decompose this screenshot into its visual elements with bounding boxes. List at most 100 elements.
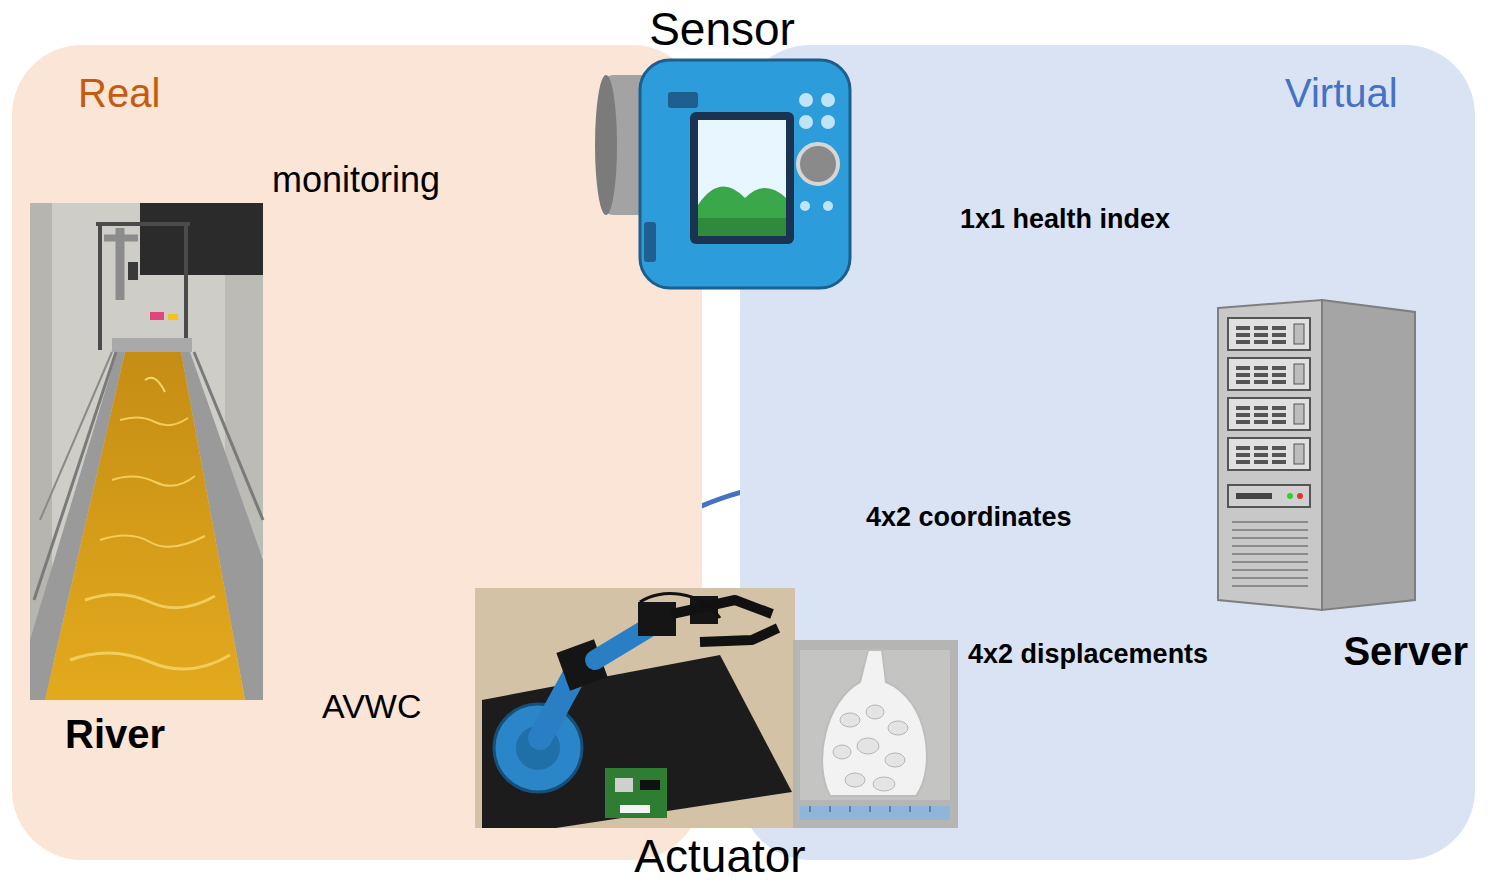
server-illustration-part bbox=[1228, 485, 1310, 507]
camera-illustration-part bbox=[595, 75, 617, 215]
robot-arm-photo-part bbox=[615, 778, 633, 792]
server-illustration-part bbox=[1236, 493, 1272, 499]
edge-label: 1x1 health index bbox=[960, 205, 1170, 235]
node-label: Real bbox=[78, 71, 160, 115]
node-label: Sensor bbox=[649, 4, 795, 55]
river-flume-photo-part bbox=[145, 378, 165, 392]
robot-arm-photo-part bbox=[640, 780, 660, 790]
server-illustration-part bbox=[1228, 438, 1310, 470]
camera-illustration-part bbox=[668, 92, 698, 108]
river-flume-photo-part bbox=[30, 203, 263, 700]
river-flume-photo-part bbox=[168, 314, 178, 320]
node-label: Server bbox=[1343, 629, 1468, 673]
server-illustration-part bbox=[1228, 358, 1310, 390]
node-label: Actuator bbox=[634, 831, 805, 882]
server-illustration-part bbox=[1228, 318, 1310, 350]
river-flume-photo-part bbox=[150, 312, 164, 320]
robot-arm-photo-part bbox=[800, 650, 950, 800]
river-node: River bbox=[28, 200, 266, 762]
robot-arm-photo-part-part bbox=[830, 806, 831, 812]
river-flume-photo-part bbox=[112, 476, 195, 486]
server-illustration-part-part bbox=[1232, 561, 1308, 563]
river-flume-photo-part bbox=[45, 352, 245, 700]
server-illustration-part bbox=[1322, 300, 1415, 610]
server-illustration-part bbox=[1228, 398, 1310, 430]
river-flume-photo-part bbox=[120, 417, 188, 425]
server-illustration bbox=[1180, 285, 1475, 685]
server-illustration-part-part bbox=[1232, 529, 1308, 531]
robot-arm-photo-part bbox=[793, 640, 958, 828]
camera-illustration-part bbox=[640, 60, 850, 288]
robot-arm-photo-part-part bbox=[857, 738, 879, 754]
robot-arm-photo-part-part bbox=[873, 777, 895, 791]
server-illustration-part-part bbox=[1232, 569, 1308, 571]
robot-arm-photo-part-part bbox=[866, 705, 884, 719]
node-label: River bbox=[65, 712, 165, 756]
river-flume-photo-part bbox=[96, 222, 190, 226]
camera-illustration-part bbox=[698, 120, 786, 236]
server-illustration-part-part bbox=[1232, 537, 1308, 539]
camera-illustration-part bbox=[821, 115, 835, 129]
camera-illustration-part bbox=[690, 112, 794, 244]
server-illustration-part-part bbox=[1232, 521, 1308, 523]
robot-arm-photo-part bbox=[700, 628, 778, 642]
server-illustration-part bbox=[1287, 493, 1293, 499]
robot-arm-photo-part bbox=[605, 768, 667, 818]
edge-label: 4x2 coordinates bbox=[866, 503, 1072, 533]
robot-arm-photo-part-part bbox=[840, 713, 860, 727]
camera-illustration-part bbox=[799, 115, 813, 129]
robot-arm-photo-part-part bbox=[845, 773, 865, 787]
camera-illustration-part bbox=[698, 218, 786, 236]
robot-arm-photo-part bbox=[620, 805, 650, 813]
river-flume-photo-part bbox=[98, 222, 102, 350]
server-illustration-part-part bbox=[1232, 585, 1308, 587]
robot-arm-photo-part bbox=[672, 600, 772, 614]
robot-arm-photo-part bbox=[638, 602, 676, 636]
river-flume-photo bbox=[28, 200, 266, 700]
camera-illustration-part bbox=[799, 93, 813, 107]
robot-arm-photo-part bbox=[640, 594, 720, 618]
camera-illustration-part bbox=[800, 201, 810, 211]
robot-arm-photo-part bbox=[475, 588, 795, 828]
robot-arm-photo-part-part bbox=[910, 806, 911, 812]
camera-illustration-part bbox=[698, 187, 786, 236]
camera-illustration-part bbox=[823, 201, 833, 211]
camera-illustration-part bbox=[798, 144, 838, 184]
river-flume-photo-part bbox=[85, 594, 215, 607]
camera-illustration-part bbox=[644, 222, 656, 262]
river-flume-photo-part bbox=[100, 535, 205, 546]
robot-arm-photo-part bbox=[822, 650, 927, 796]
server-illustration-part bbox=[1297, 493, 1303, 499]
river-flume-photo-part bbox=[70, 653, 230, 669]
server-illustration-part-part bbox=[1232, 553, 1308, 555]
river-flume-photo-part bbox=[128, 262, 138, 280]
robot-arm-photo-part-part bbox=[888, 721, 908, 735]
robot-arm-photo-part-part bbox=[870, 806, 871, 812]
server-node: Server bbox=[1180, 285, 1475, 685]
server-illustration-part-part bbox=[1232, 577, 1308, 579]
robot-arm-photo-part bbox=[833, 705, 908, 791]
camera-illustration-part bbox=[821, 93, 835, 107]
edge-label: AVWC bbox=[322, 688, 421, 725]
robot-arm-photo-part bbox=[482, 655, 792, 828]
edge-label: monitoring bbox=[272, 160, 440, 200]
river-flume-photo-part bbox=[112, 338, 192, 352]
actuator-node: Actuator bbox=[470, 585, 962, 883]
robot-arm-photo-part-part bbox=[885, 753, 905, 767]
server-illustration-part bbox=[1218, 300, 1322, 610]
robot-arm-photo-part bbox=[800, 806, 950, 820]
server-illustration-part-part bbox=[1232, 545, 1308, 547]
robot-arm-photo-part-part bbox=[810, 806, 811, 812]
robot-arm-photo-part-part bbox=[930, 806, 931, 812]
river-flume-photo-part bbox=[184, 222, 188, 350]
river-flume-photo-part bbox=[104, 235, 138, 242]
node-label: Virtual bbox=[1285, 71, 1398, 115]
robot-arm-photo-part bbox=[810, 806, 930, 812]
server-illustration-part bbox=[1232, 522, 1308, 586]
robot-arm-photo-part-part bbox=[833, 745, 851, 759]
robot-arm-photo-part-part bbox=[890, 806, 891, 812]
robot-arm-photo-part-part bbox=[850, 806, 851, 812]
river-flume-photo-part bbox=[140, 203, 263, 275]
robot-arm-photo bbox=[470, 585, 962, 830]
